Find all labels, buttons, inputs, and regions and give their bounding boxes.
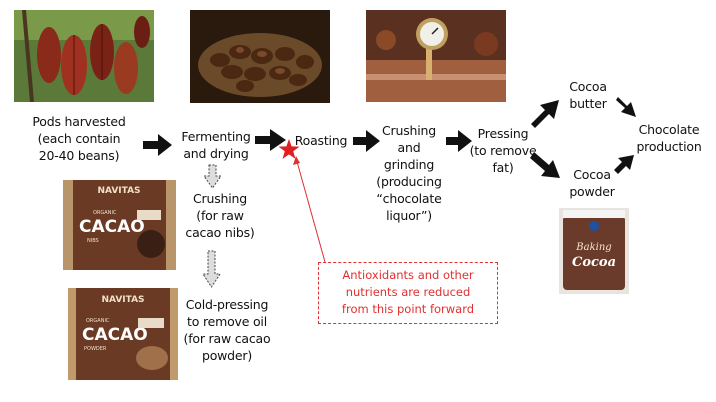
arrow-roast-to-crush <box>353 130 380 152</box>
fermented-beans-photo <box>190 10 330 103</box>
step-cold-pressing: Cold-pressing to remove oil (for raw cac… <box>183 297 271 363</box>
powder-cacao-text: CACAO <box>82 325 148 345</box>
nibs-brand-text: NAVITAS <box>97 186 140 196</box>
nibs-organic-text: ORGANIC <box>93 210 117 216</box>
arrow-ferment-to-nibs <box>203 164 222 189</box>
step-cocoa-powder: Cocoa powder <box>569 167 615 199</box>
step-crushing-grinding: Crushing and grinding (producing “chocol… <box>376 123 442 223</box>
nibs-cacao-text: CACAO <box>79 217 145 237</box>
step-pods-harvested: Pods harvested (each contain 20-40 beans… <box>32 114 126 163</box>
powder-type-text: POWDER <box>84 346 107 352</box>
powder-organic-text: ORGANIC <box>86 318 110 324</box>
cacao-powder-package-photo: NAVITAS ORGANIC CACAO POWDER <box>68 288 178 380</box>
arrow-press-to-butter <box>531 100 559 128</box>
baking-cocoa-tin-photo: Baking Cocoa <box>559 208 629 294</box>
roasting-machine-photo <box>366 10 506 102</box>
arrow-pods-to-ferment <box>143 134 172 156</box>
nibs-type-text: NIBS <box>87 238 99 244</box>
arrow-crush-to-press <box>446 130 472 152</box>
step-cocoa-butter: Cocoa butter <box>569 79 607 111</box>
cacao-pods-photo <box>14 10 154 102</box>
step-pressing: Pressing (to remove fat) <box>469 126 537 175</box>
arrow-press-to-powder <box>530 152 560 178</box>
arrow-powder-to-chocolate <box>614 155 634 174</box>
step-crushing-nibs: Crushing (for raw cacao nibs) <box>185 191 255 240</box>
step-chocolate-production: Chocolate production <box>636 122 702 154</box>
powder-brand-text: NAVITAS <box>101 295 144 305</box>
annotation-pointer <box>295 157 326 263</box>
tin-cocoa-text: Cocoa <box>572 255 616 270</box>
arrow-butter-to-chocolate <box>616 97 636 117</box>
arrow-ferment-to-roast <box>255 129 286 151</box>
cacao-nibs-package-photo: NAVITAS ORGANIC CACAO NIBS <box>63 180 176 270</box>
roasting-star-marker <box>278 139 300 159</box>
tin-baking-text: Baking <box>575 242 611 253</box>
step-fermenting-drying: Fermenting and drying <box>181 129 251 161</box>
antioxidant-annotation: Antioxidants and other nutrients are red… <box>318 262 498 324</box>
arrow-nibs-to-coldpress <box>202 250 221 288</box>
step-roasting: Roasting <box>294 133 348 148</box>
